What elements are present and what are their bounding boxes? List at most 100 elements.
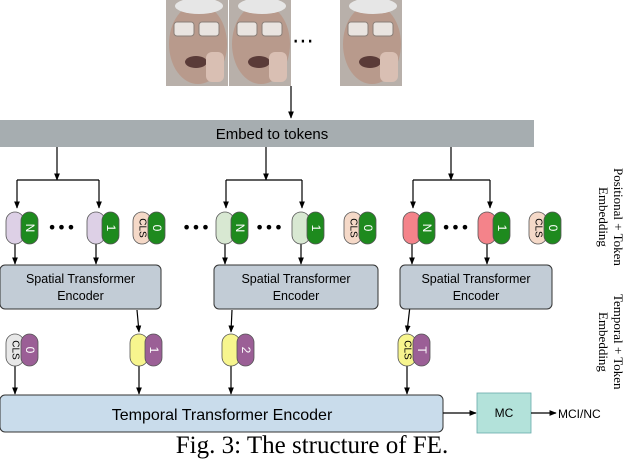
- token-right-half: [358, 211, 377, 245]
- temporal-embedding-line1: Temporal + Token: [611, 294, 624, 390]
- patch-token: N: [215, 211, 249, 245]
- token-label: CLS: [9, 340, 20, 360]
- token-dots: •••: [47, 218, 75, 237]
- token-number: 1: [147, 347, 161, 354]
- spatial-encoder-rect: [0, 264, 162, 310]
- figure-caption: Fig. 3: The structure of FE.: [175, 432, 449, 459]
- glasses-right: [372, 21, 394, 37]
- encoder-to-temporal-arrow: [404, 305, 411, 333]
- embed-bar: [0, 120, 534, 147]
- token-number: 1: [495, 225, 509, 232]
- positional-embedding-line1: Positional + Token: [611, 168, 624, 266]
- patch-token: N: [402, 211, 436, 245]
- token-right-half: [20, 333, 39, 367]
- mc-label: MC: [495, 406, 514, 420]
- token-dots: •••: [255, 218, 283, 237]
- encoder-to-temporal-arrow: [135, 309, 142, 333]
- temporal-embedding-label: Temporal + Token Embedding: [596, 294, 624, 390]
- spatial-encoder-line1: Spatial Transformer: [421, 272, 530, 286]
- spatial-encoder-line1: Spatial Transformer: [26, 272, 135, 286]
- token-number: 1: [309, 225, 323, 232]
- token-right-half: [417, 211, 436, 245]
- token-right-half: [236, 333, 255, 367]
- spatial-encoder-rect: [213, 264, 379, 310]
- glasses-left: [347, 21, 369, 37]
- token-right-half: [144, 333, 163, 367]
- token-label: CLS: [401, 340, 412, 360]
- token-number: N: [233, 224, 247, 233]
- embed-label: Embed to tokens: [216, 126, 329, 143]
- token-label: CLS: [347, 218, 358, 238]
- token-label: CLS: [136, 218, 147, 238]
- token-number: 0: [361, 225, 375, 232]
- token-right-half: [230, 211, 249, 245]
- video-frames: ⋯: [166, 0, 402, 86]
- token-number: T: [415, 346, 429, 354]
- group-dots: •••: [182, 218, 210, 237]
- token-number: 1: [104, 225, 118, 232]
- frames-ellipsis: ⋯: [292, 29, 314, 54]
- token-right-half: [492, 211, 511, 245]
- mouth-shape: [248, 56, 270, 68]
- spatial-encoder-line2: Encoder: [453, 289, 500, 303]
- glasses-right: [198, 21, 220, 37]
- token-right-half: [101, 211, 120, 245]
- temporal-embedding-line2: Embedding: [596, 312, 611, 372]
- output-label: MCI/NC: [558, 407, 601, 421]
- token-number: 0: [23, 347, 37, 354]
- patch-token: 1: [477, 211, 511, 245]
- token-label: CLS: [532, 218, 543, 238]
- temporal-encoder-block: Temporal Transformer Encoder MC MCI/NC: [0, 392, 601, 434]
- face-frame: [166, 0, 228, 86]
- mouth-shape: [185, 56, 207, 68]
- hand-shape: [269, 52, 287, 82]
- patch-token: 1: [86, 211, 120, 245]
- patch-token: N: [5, 211, 39, 245]
- hand-shape: [206, 52, 224, 82]
- token-number: N: [23, 224, 37, 233]
- temporal-token: 1: [129, 333, 163, 367]
- mc-box: [476, 392, 532, 434]
- embed-block: Embed to tokens: [0, 120, 534, 147]
- positional-embedding-line2: Embedding: [596, 187, 611, 247]
- spatial-encoder-rect: [399, 264, 553, 310]
- token-right-half: [412, 333, 431, 367]
- glasses-left: [173, 21, 195, 37]
- spatial-encoder-line2: Encoder: [273, 289, 320, 303]
- spatial-encoder-line1: Spatial Transformer: [241, 272, 350, 286]
- spatial-encoder-line2: Encoder: [57, 289, 104, 303]
- token-number: N: [420, 224, 434, 233]
- mouth-shape: [359, 56, 381, 68]
- token-number: 2: [239, 347, 253, 354]
- token-right-half: [20, 211, 39, 245]
- face-frame: [340, 0, 402, 86]
- token-right-half: [147, 211, 166, 245]
- hand-shape: [380, 52, 398, 82]
- patch-token: 1: [291, 211, 325, 245]
- token-dots: •••: [441, 218, 469, 237]
- positional-embedding-label: Positional + Token Embedding: [596, 162, 624, 272]
- temporal-encoder-label: Temporal Transformer Encoder: [112, 407, 333, 424]
- arrows: [12, 86, 493, 395]
- face-frame: [229, 0, 291, 86]
- encoder-to-temporal-arrow: [228, 309, 235, 333]
- token-number: 0: [546, 225, 560, 232]
- glasses-right: [261, 21, 283, 37]
- hair-shape: [349, 0, 397, 14]
- token-right-half: [306, 211, 325, 245]
- glasses-left: [236, 21, 258, 37]
- token-number: 0: [150, 225, 164, 232]
- temporal-token: 2: [221, 333, 255, 367]
